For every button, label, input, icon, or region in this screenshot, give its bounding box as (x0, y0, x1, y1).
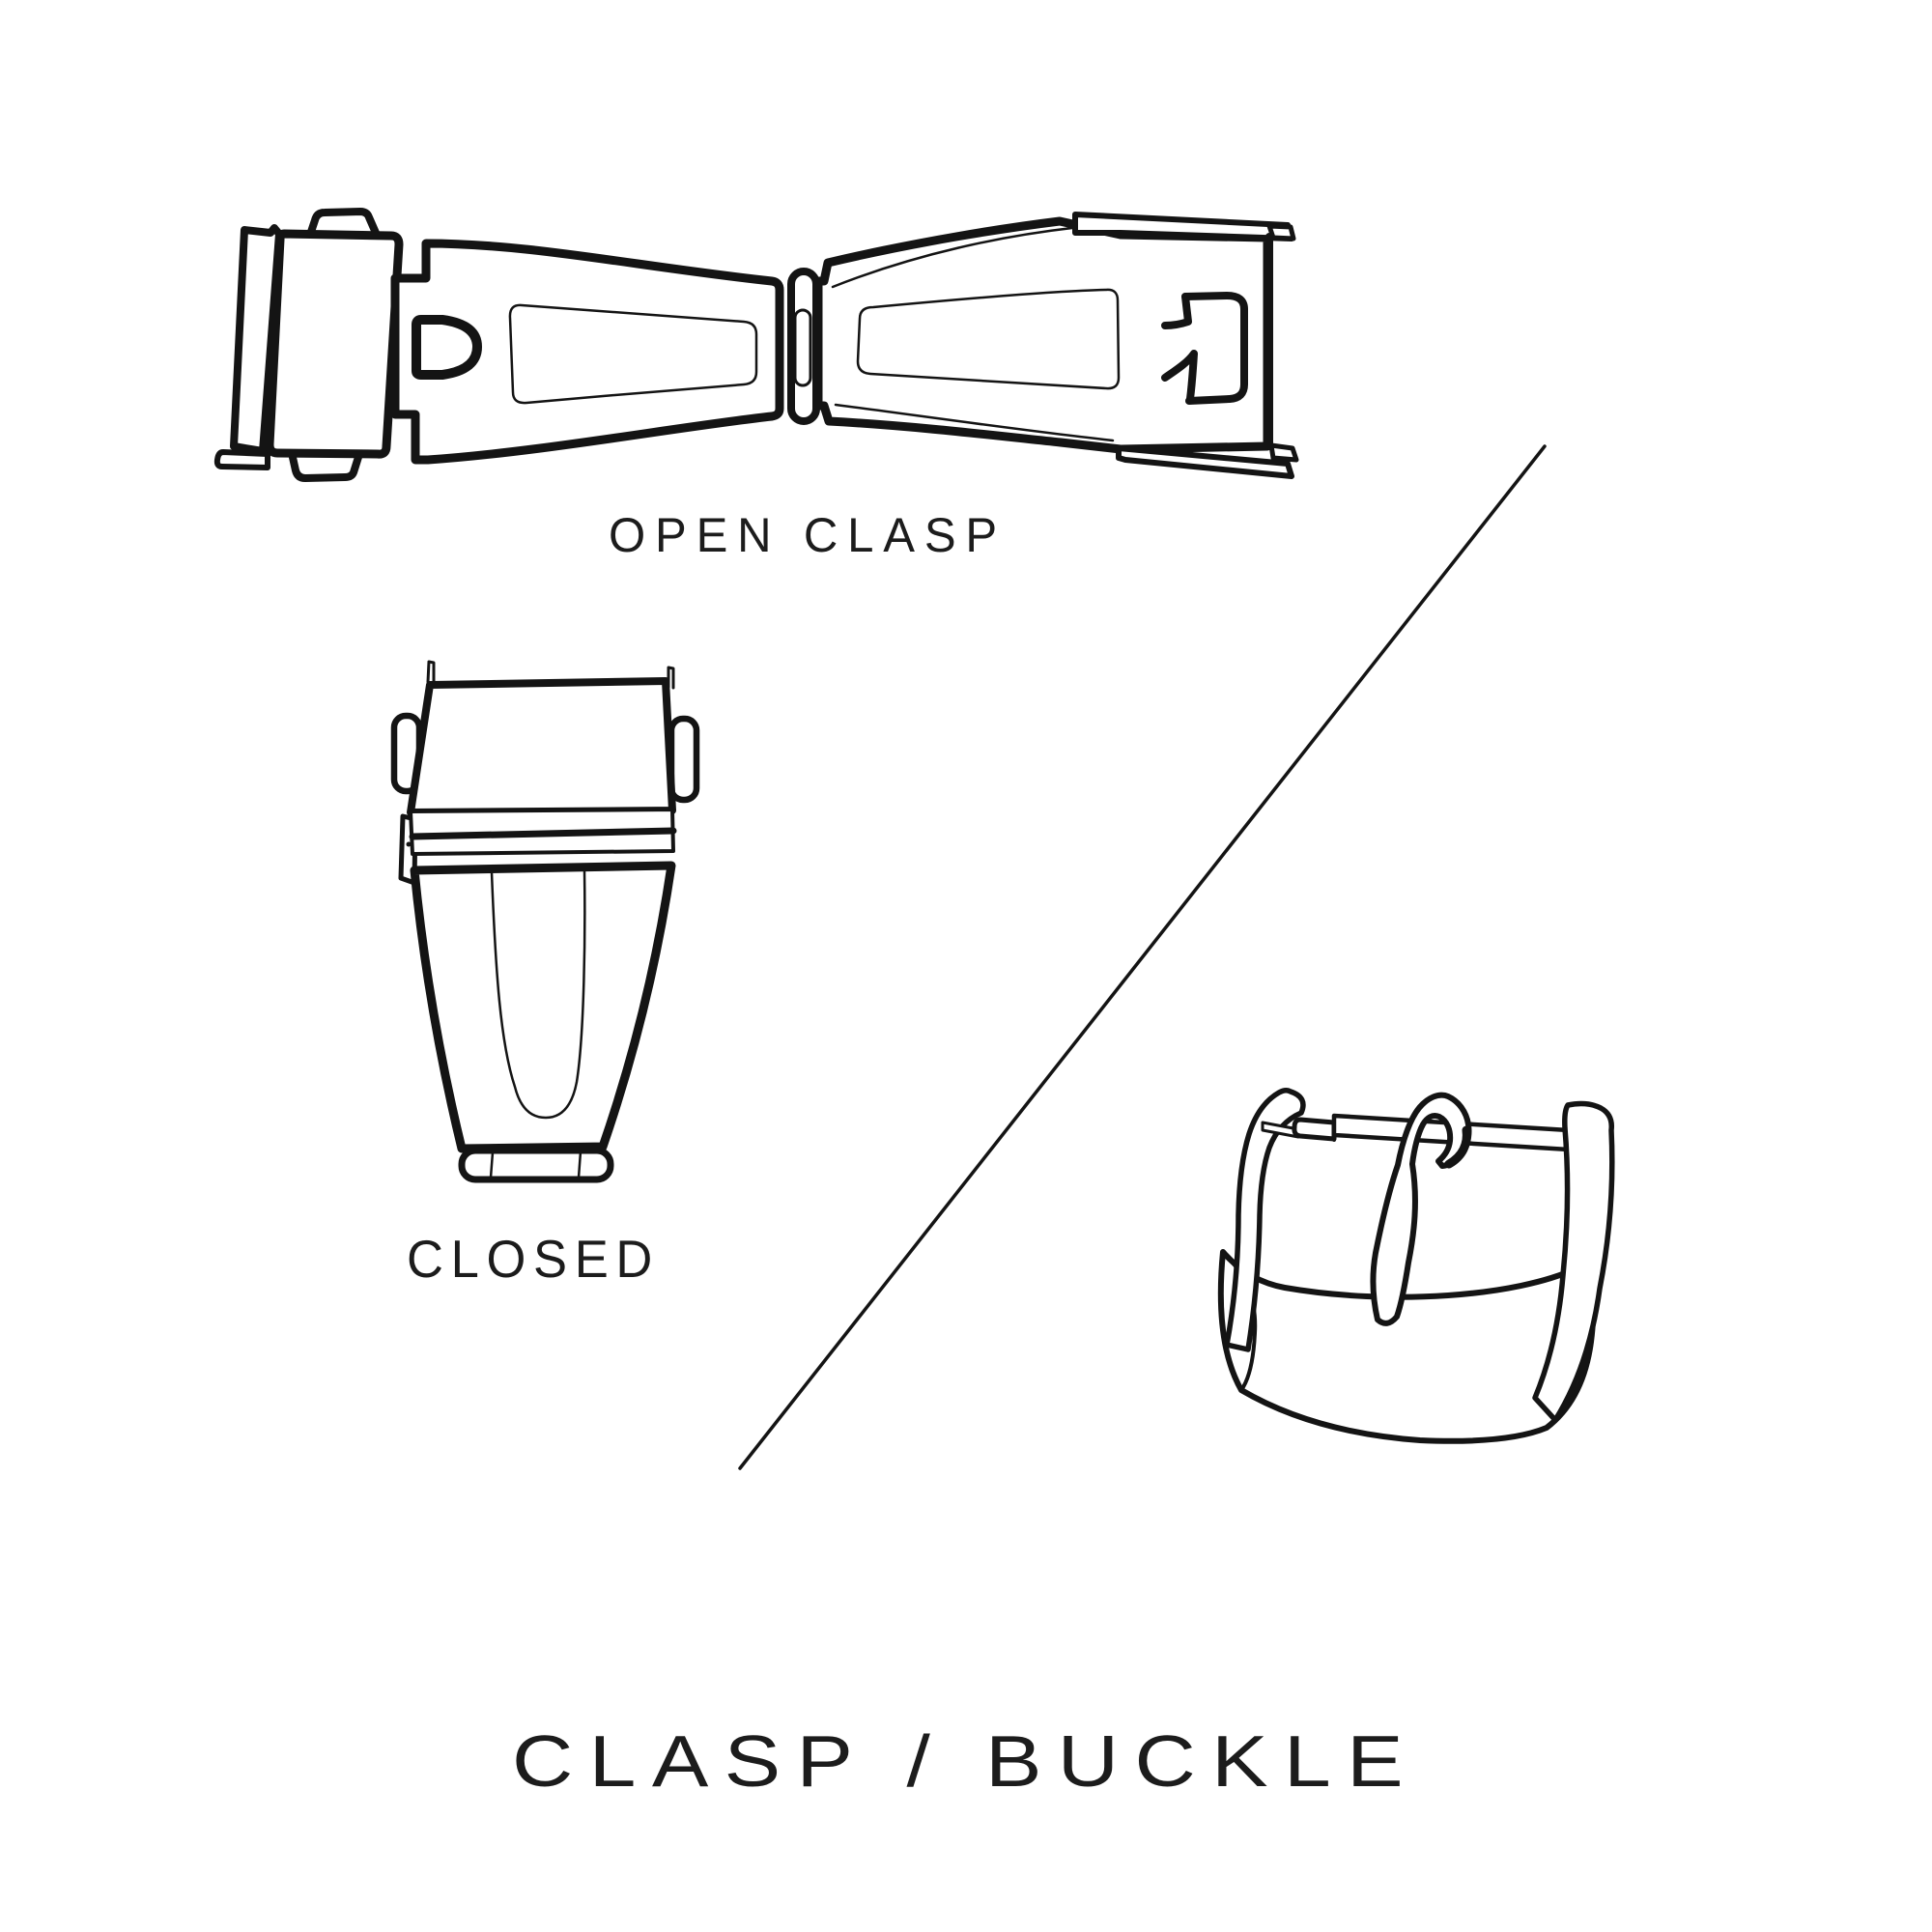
svg-text:CLOSED: CLOSED (407, 1229, 660, 1289)
svg-text:OPEN CLASP: OPEN CLASP (609, 508, 1007, 562)
svg-text:CLASP / BUCKLE: CLASP / BUCKLE (512, 1720, 1419, 1802)
